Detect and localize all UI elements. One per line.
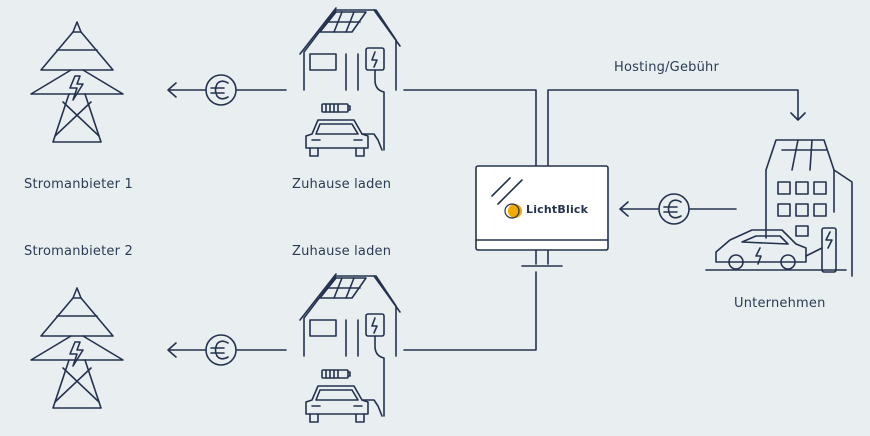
label-hosting-gebuehr: Hosting/Gebühr [614, 60, 720, 75]
euro-icon [205, 74, 237, 106]
power-pylon-2-icon [30, 287, 124, 409]
home-charging-2-icon [299, 273, 401, 423]
payment-arrow-2 [167, 342, 287, 358]
label-zuhause-laden-1: Zuhause laden [292, 177, 392, 192]
connection-line-home2 [403, 271, 537, 351]
connection-line-home1 [403, 89, 537, 167]
label-stromanbieter-2: Stromanbieter 2 [24, 244, 133, 259]
label-zuhause-laden-2: Zuhause laden [292, 244, 392, 259]
label-unternehmen: Unternehmen [734, 296, 826, 311]
monitor-platform-icon [475, 165, 609, 267]
payment-arrow-1 [167, 82, 287, 98]
payment-arrow-3 [619, 201, 737, 217]
hosting-fee-arrow [547, 89, 806, 167]
euro-icon [205, 334, 237, 366]
company-building-icon [705, 139, 853, 277]
home-charging-1-icon [299, 7, 401, 157]
euro-icon [658, 193, 690, 225]
label-stromanbieter-1: Stromanbieter 1 [24, 177, 133, 192]
power-pylon-1-icon [30, 21, 124, 143]
brand-logo-text: LichtBlick [526, 203, 589, 216]
